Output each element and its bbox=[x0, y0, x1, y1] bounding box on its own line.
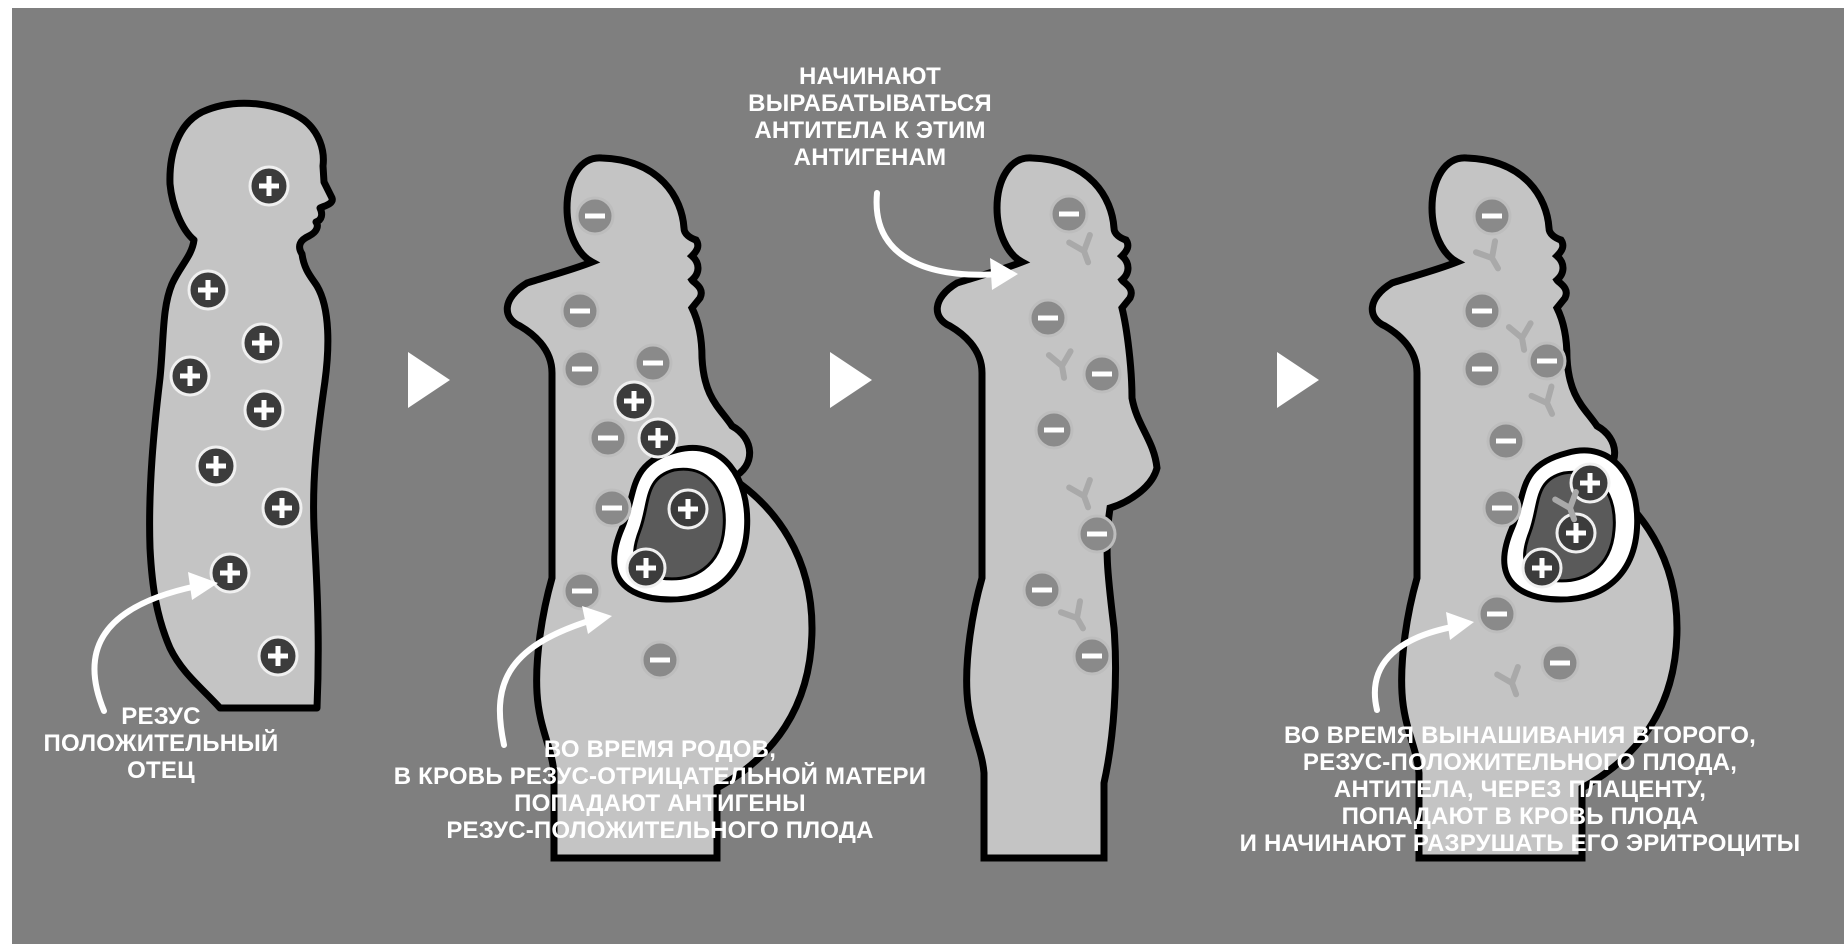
rh-positive-antigen bbox=[189, 271, 227, 309]
caption-line: АНТИГЕНАМ bbox=[700, 144, 1040, 171]
rh-negative-cell bbox=[1024, 572, 1060, 608]
rh-negative-cell bbox=[1464, 293, 1500, 329]
rh-negative-cell bbox=[594, 490, 630, 526]
rh-negative-cell bbox=[1479, 596, 1515, 632]
rh-negative-cell bbox=[1084, 356, 1120, 392]
caption-antibodies: НАЧИНАЮТ ВЫРАБАТЫВАТЬСЯ АНТИТЕЛА К ЭТИМ … bbox=[700, 63, 1040, 171]
caption-line: ОТЕЦ bbox=[20, 757, 302, 784]
caption-line: ВО ВРЕМЯ ВЫНАШИВАНИЯ ВТОРОГО, bbox=[1205, 722, 1835, 749]
caption-line: РЕЗУС-ПОЛОЖИТЕЛЬНОГО ПЛОДА bbox=[340, 817, 980, 844]
caption-line: В КРОВЬ РЕЗУС-ОТРИЦАТЕЛЬНОЙ МАТЕРИ bbox=[340, 763, 980, 790]
rh-negative-cell bbox=[1488, 423, 1524, 459]
caption-line: НАЧИНАЮТ bbox=[700, 63, 1040, 90]
rh-negative-cell bbox=[1036, 412, 1072, 448]
rh-negative-cell bbox=[1484, 490, 1520, 526]
rh-positive-antigen bbox=[197, 447, 235, 485]
caption-line: ВЫРАБАТЫВАТЬСЯ bbox=[700, 90, 1040, 117]
rh-negative-cell bbox=[1529, 343, 1565, 379]
next-stage-arrow bbox=[830, 352, 872, 408]
rh-positive-antigen bbox=[250, 167, 288, 205]
rh-positive-antigen bbox=[615, 382, 653, 420]
rh-negative-cell bbox=[1464, 351, 1500, 387]
caption-line: ПОПАДАЮТ АНТИГЕНЫ bbox=[340, 790, 980, 817]
rh-positive-antigen bbox=[263, 489, 301, 527]
rh-positive-antigen bbox=[245, 391, 283, 429]
rh-negative-cell bbox=[564, 573, 600, 609]
rh-negative-cell bbox=[562, 293, 598, 329]
caption-second-pregnancy: ВО ВРЕМЯ ВЫНАШИВАНИЯ ВТОРОГО, РЕЗУС-ПОЛО… bbox=[1205, 722, 1835, 857]
rh-negative-cell bbox=[590, 420, 626, 456]
rh-negative-cell bbox=[1474, 198, 1510, 234]
caption-father: РЕЗУС ПОЛОЖИТЕЛЬНЫЙ ОТЕЦ bbox=[20, 703, 302, 784]
father-silhouette bbox=[150, 103, 333, 708]
rh-negative-cell bbox=[1030, 300, 1066, 336]
next-stage-arrow bbox=[408, 352, 450, 408]
caption-birth: ВО ВРЕМЯ РОДОВ, В КРОВЬ РЕЗУС-ОТРИЦАТЕЛЬ… bbox=[340, 736, 980, 844]
caption-line: И НАЧИНАЮТ РАЗРУШАТЬ ЕГО ЭРИТРОЦИТЫ bbox=[1205, 830, 1835, 857]
rh-positive-antigen bbox=[243, 324, 281, 362]
rh-negative-cell bbox=[577, 198, 613, 234]
caption-line: ВО ВРЕМЯ РОДОВ, bbox=[340, 736, 980, 763]
caption-line: АНТИТЕЛА, ЧЕРЕЗ ПЛАЦЕНТУ, bbox=[1205, 776, 1835, 803]
father-figure bbox=[150, 103, 333, 708]
rh-positive-antigen bbox=[1523, 549, 1561, 587]
caption-line: АНТИТЕЛА К ЭТИМ bbox=[700, 117, 1040, 144]
next-stage-arrow bbox=[1277, 352, 1319, 408]
rh-positive-antigen bbox=[627, 549, 665, 587]
rh-negative-cell bbox=[1074, 638, 1110, 674]
rh-negative-cell bbox=[1079, 516, 1115, 552]
caption-line: РЕЗУС bbox=[20, 703, 302, 730]
caption-line: ПОПАДАЮТ В КРОВЬ ПЛОДА bbox=[1205, 803, 1835, 830]
rh-negative-cell bbox=[564, 351, 600, 387]
rh-positive-antigen bbox=[669, 490, 707, 528]
rh-negative-cell bbox=[1542, 645, 1578, 681]
rh-negative-cell bbox=[635, 345, 671, 381]
rh-positive-antigen bbox=[211, 554, 249, 592]
rh-positive-antigen bbox=[259, 637, 297, 675]
rh-positive-antigen bbox=[171, 357, 209, 395]
rh-negative-cell bbox=[1051, 196, 1087, 232]
rh-positive-antigen bbox=[639, 419, 677, 457]
rh-negative-cell bbox=[642, 642, 678, 678]
caption-line: РЕЗУС-ПОЛОЖИТЕЛЬНОГО ПЛОДА, bbox=[1205, 749, 1835, 776]
caption-line: ПОЛОЖИТЕЛЬНЫЙ bbox=[20, 730, 302, 757]
